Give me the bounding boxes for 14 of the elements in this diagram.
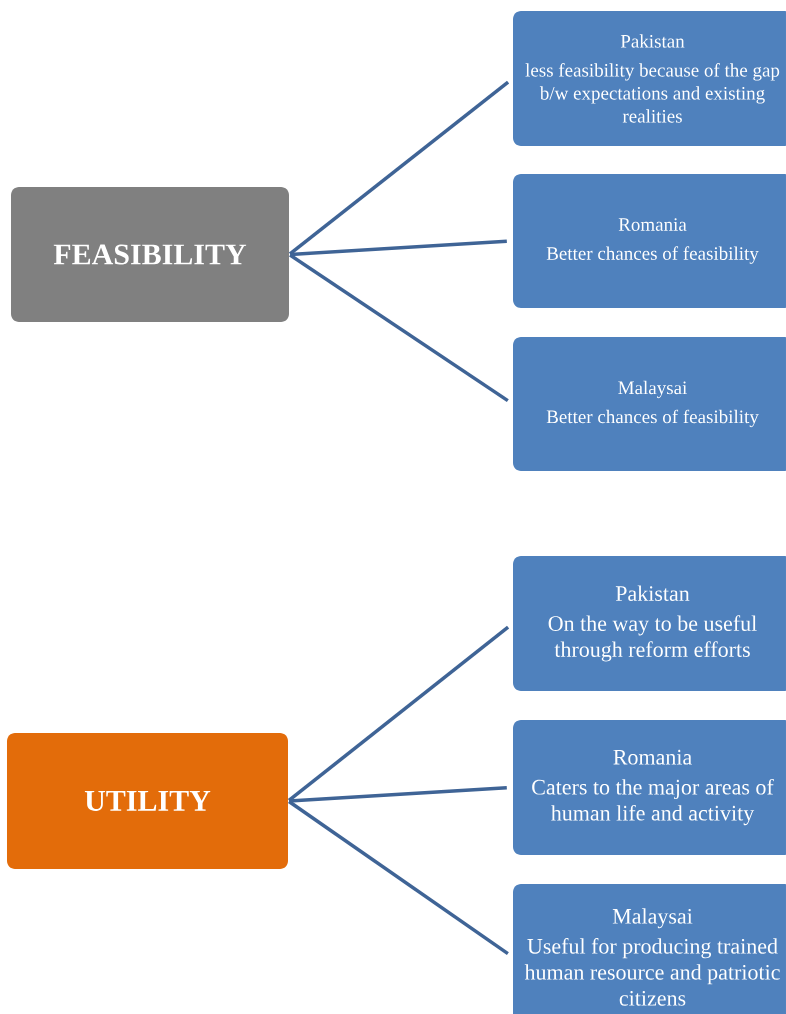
country-box: Romania Caters to the major areas of human life and activity: [513, 720, 786, 855]
connector-line: [287, 625, 510, 802]
connector-line: [288, 800, 509, 955]
connector-line: [289, 786, 507, 803]
connector-line: [288, 80, 510, 256]
country-box: Romania Better chances of feasibility: [513, 174, 786, 308]
country-box: Pakistan less feasibility because of the gap b/w expectations and existing realities: [513, 11, 786, 146]
category-box: UTILITY: [7, 733, 288, 869]
country-box: Pakistan On the way to be useful through reform efforts: [513, 556, 786, 691]
country-box: Malaysai Better chances of feasibility: [513, 337, 786, 471]
country-box: Malaysai Useful for producing trained human resource and patriotic citizens: [513, 884, 786, 1014]
category-box: FEASIBILITY: [11, 187, 289, 322]
connector-line: [290, 239, 507, 257]
connector-line: [289, 253, 509, 403]
